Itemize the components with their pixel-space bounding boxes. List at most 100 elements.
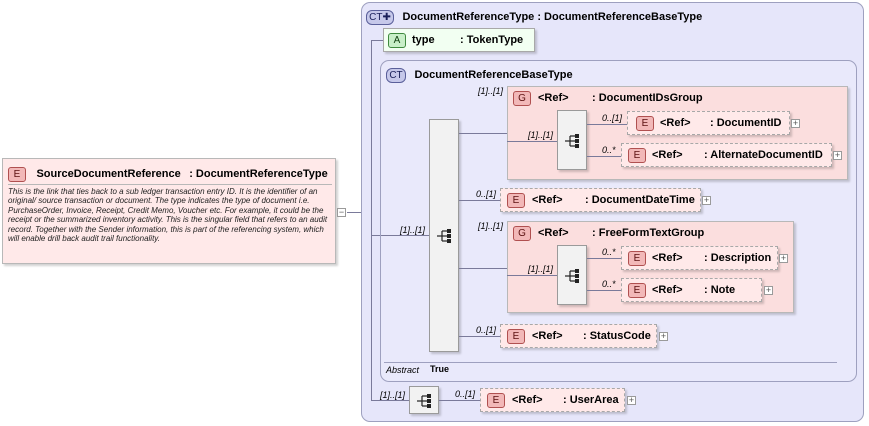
connector: [439, 400, 480, 401]
abstract-label: Abstract: [386, 365, 420, 375]
connector: [459, 133, 507, 134]
connector: [587, 124, 627, 125]
element-ref: <Ref>: [532, 330, 563, 342]
complex-type-badge: CT✚: [366, 10, 394, 25]
element-name: : DocumentDateTime: [585, 194, 695, 206]
connector: [459, 268, 507, 269]
occurrence-label: [1]..[1]: [528, 264, 554, 274]
element-name: : UserArea: [563, 394, 619, 406]
element-name: : Description: [704, 252, 772, 264]
element-ref: <Ref>: [652, 284, 683, 296]
expand-icon[interactable]: +: [659, 331, 668, 341]
element-name: : AlternateDocumentID: [704, 149, 823, 161]
element-badge: E: [628, 283, 646, 298]
element-document-date-time[interactable]: E <Ref> : DocumentDateTime: [500, 188, 701, 212]
element-badge: E: [487, 393, 505, 408]
outer-ct-header: CT✚ DocumentReferenceType : DocumentRefe…: [366, 7, 702, 25]
expand-icon[interactable]: +: [833, 150, 842, 160]
element-document-id[interactable]: E <Ref> : DocumentID: [627, 111, 790, 135]
expand-icon[interactable]: +: [702, 195, 711, 205]
abstract-value: True: [430, 364, 450, 374]
sequence-compositor[interactable]: [557, 245, 587, 305]
element-user-area[interactable]: E <Ref> : UserArea: [480, 388, 625, 412]
sequence-icon: [565, 269, 579, 283]
sequence-icon: [565, 134, 579, 148]
expand-icon[interactable]: +: [779, 253, 788, 263]
connector: [459, 336, 500, 337]
element-name: : DocumentID: [710, 117, 782, 129]
connector: [347, 212, 371, 213]
connector: [381, 235, 429, 236]
sequence-compositor[interactable]: [409, 386, 439, 414]
root-element-header: E SourceDocumentReference : DocumentRefe…: [8, 164, 328, 182]
occurrence-label: [1]..[1]: [478, 86, 504, 96]
element-ref: <Ref>: [512, 394, 543, 406]
sequence-icon: [417, 394, 431, 408]
occurrence-label: 0..*: [602, 145, 616, 155]
sequence-compositor[interactable]: [429, 119, 459, 352]
element-name: : Note: [704, 284, 736, 296]
element-badge: E: [8, 167, 26, 182]
connector: [371, 40, 383, 41]
root-element[interactable]: E SourceDocumentReference : DocumentRefe…: [2, 158, 336, 264]
element-ref: <Ref>: [652, 149, 683, 161]
expand-icon[interactable]: +: [627, 395, 636, 405]
occurrence-label: 0..[1]: [602, 113, 623, 123]
inner-ct-header: CT DocumentReferenceBaseType: [386, 65, 573, 83]
attribute-name: type: [412, 34, 435, 46]
root-element-name: SourceDocumentReference: [36, 168, 181, 180]
element-ref: <Ref>: [652, 252, 683, 264]
connector: [587, 156, 621, 157]
group-ref: <Ref>: [538, 227, 569, 239]
occurrence-label: [1]..[1]: [528, 130, 554, 140]
divider: [8, 184, 332, 185]
divider: [384, 362, 837, 363]
group-badge: G: [513, 226, 531, 241]
inner-ct-title: DocumentReferenceBaseType: [414, 69, 573, 81]
connector: [459, 200, 500, 201]
group-name: : DocumentIDsGroup: [592, 92, 703, 104]
connector: [587, 290, 621, 291]
element-status-code[interactable]: E <Ref> : StatusCode: [500, 324, 657, 348]
occurrence-label: 0..*: [602, 279, 616, 289]
occurrence-label: 0..[1]: [476, 325, 497, 335]
collapse-icon[interactable]: −: [337, 207, 346, 217]
group-badge: G: [513, 91, 531, 106]
group-name: : FreeFormTextGroup: [592, 227, 705, 239]
root-element-type: : DocumentReferenceType: [189, 168, 328, 180]
connector: [371, 235, 381, 236]
outer-ct-title: DocumentReferenceType : DocumentReferenc…: [402, 11, 703, 23]
element-badge: E: [507, 193, 525, 208]
attribute-type-value: : TokenType: [460, 34, 524, 46]
element-ref: <Ref>: [532, 194, 563, 206]
root-element-description: This is the link that ties back to a sub…: [8, 187, 328, 244]
connector: [587, 258, 621, 259]
complex-type-badge: CT: [386, 68, 406, 83]
connector: [371, 400, 409, 401]
occurrence-label: 0..[1]: [476, 189, 497, 199]
sequence-compositor[interactable]: [557, 110, 587, 170]
expand-icon[interactable]: +: [791, 118, 800, 128]
occurrence-label: 0..[1]: [455, 389, 476, 399]
attribute-badge: A: [388, 33, 406, 48]
occurrence-label: [1]..[1]: [478, 221, 504, 231]
occurrence-label: 0..*: [602, 247, 616, 257]
connector: [371, 40, 372, 400]
group-ref: <Ref>: [538, 92, 569, 104]
sequence-icon: [437, 229, 451, 243]
expand-icon[interactable]: +: [764, 285, 773, 295]
element-badge: E: [628, 148, 646, 163]
element-note[interactable]: E <Ref> : Note: [621, 278, 762, 302]
element-badge: E: [628, 251, 646, 266]
element-badge: E: [636, 116, 654, 131]
connector: [507, 141, 557, 142]
element-name: : StatusCode: [583, 330, 651, 342]
attribute-type[interactable]: A type : TokenType: [383, 28, 535, 52]
element-alternate-document-id[interactable]: E <Ref> : AlternateDocumentID: [621, 143, 832, 167]
element-badge: E: [507, 329, 525, 344]
element-ref: <Ref>: [660, 117, 691, 129]
occurrence-label: [1]..[1]: [400, 225, 426, 235]
element-description[interactable]: E <Ref> : Description: [621, 246, 778, 270]
occurrence-label: [1]..[1]: [380, 390, 406, 400]
connector: [507, 275, 557, 276]
